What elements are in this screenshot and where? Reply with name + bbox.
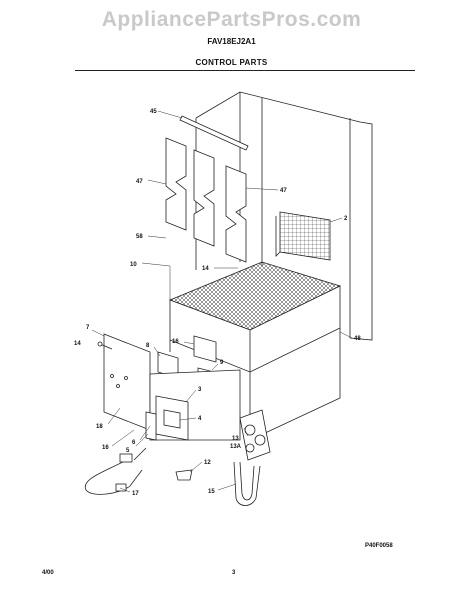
filter-grid-part — [275, 211, 331, 261]
callout-label: 47 — [136, 179, 143, 185]
drawing-code: P40F0058 — [365, 543, 393, 549]
callout-label: 16 — [172, 339, 179, 345]
callout-label: 3 — [198, 387, 202, 393]
callout-label: 58 — [136, 234, 143, 240]
title-rule — [75, 70, 415, 71]
section-title: CONTROL PARTS — [195, 58, 268, 67]
callout-label: 10 — [130, 262, 137, 268]
wire-clip-part — [175, 469, 193, 481]
callout-labels: 45 47 47 2 58 10 14 7 14 16 8 9 48 3 4 1… — [74, 109, 361, 497]
control-knobs — [239, 409, 271, 461]
callout-label: 6 — [132, 440, 136, 446]
side-bracket-part-right — [225, 165, 247, 263]
callout-label: 9 — [220, 360, 224, 366]
top-bracket-part — [179, 115, 249, 151]
callout-label: 12 — [204, 460, 211, 466]
callout-label: 14 — [74, 341, 81, 347]
side-bracket-part-left — [165, 137, 187, 231]
page-number: 3 — [232, 570, 236, 576]
watermark: AppliancePartsPros.com — [101, 8, 362, 31]
screw-part — [97, 341, 113, 350]
side-bracket-part-middle — [193, 149, 215, 247]
callout-label: 48 — [354, 336, 361, 342]
callout-label: 17 — [132, 491, 139, 497]
callout-label: 15 — [208, 489, 215, 495]
callout-label: 2 — [344, 216, 348, 222]
callout-label: 45 — [150, 109, 157, 115]
callout-label: 5 — [126, 448, 130, 454]
callout-label: 8 — [146, 343, 150, 349]
drain-hose-part — [233, 461, 261, 506]
callout-label: 16 — [102, 445, 109, 451]
callout-label: 7 — [86, 325, 90, 331]
callout-label: 13A — [230, 444, 242, 450]
callout-label: 4 — [198, 416, 202, 422]
callout-label: 18 — [96, 424, 103, 430]
callout-label: 13 — [232, 436, 239, 442]
relay-assembly — [145, 395, 189, 441]
callout-label: 14 — [202, 266, 209, 272]
model-number: FAV18EJ2A1 — [207, 37, 256, 46]
footer-date: 4/00 — [42, 570, 54, 576]
power-cord-part — [84, 447, 147, 495]
callout-label: 47 — [280, 188, 287, 194]
callout-leader-lines — [91, 110, 353, 493]
